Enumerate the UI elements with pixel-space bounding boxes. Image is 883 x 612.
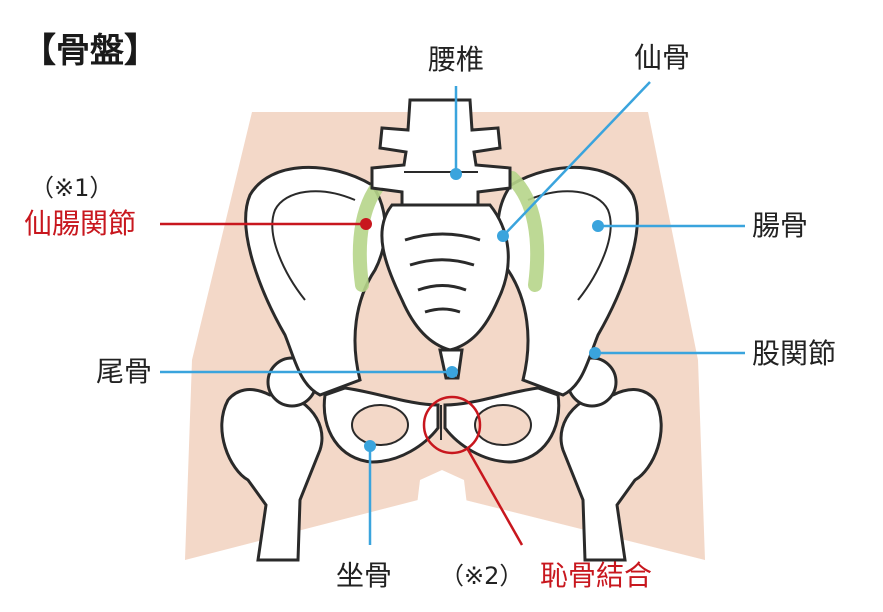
- label-symphysis-note: （※2）: [440, 562, 524, 590]
- sacrum-ridge-3: [417, 284, 467, 292]
- leader-lines: [160, 81, 745, 546]
- label-si-joint-note: （※1）: [30, 174, 114, 202]
- label-symphysis: 恥骨結合: [540, 559, 653, 592]
- sacrum-ridge-1: [404, 232, 481, 242]
- dot-si-joint: [360, 218, 372, 230]
- label-hip-joint: 股関節: [752, 337, 837, 370]
- sacrum-ridge-2: [409, 258, 475, 267]
- dot-ilium: [592, 220, 604, 232]
- dot-lumbar: [450, 168, 462, 180]
- left-femur: [220, 388, 324, 562]
- dot-ischium: [364, 440, 376, 452]
- label-sacrum: 仙骨: [634, 41, 691, 74]
- right-femur: [559, 388, 663, 562]
- symphysis-circle: [422, 395, 482, 455]
- label-lumbar: 腰椎: [428, 43, 485, 76]
- marker-dots: [360, 168, 604, 452]
- right-obturator: [474, 404, 532, 446]
- label-coccyx: 尾骨: [96, 355, 153, 388]
- diagram-title: 【骨盤】: [22, 31, 158, 71]
- right-si-joint-band: [505, 171, 545, 292]
- sacrum-ridge-4: [424, 307, 461, 314]
- left-ilium-inner: [271, 190, 356, 301]
- label-si-joint: 仙腸関節: [24, 207, 137, 240]
- label-ilium: 腸骨: [752, 209, 809, 242]
- dot-sacrum: [497, 230, 509, 242]
- dot-coccyx: [446, 366, 458, 378]
- leader-sacrum: [502, 81, 651, 237]
- leader-symphysis: [465, 447, 524, 546]
- leg-gap: [414, 470, 470, 530]
- dot-hip-joint: [589, 347, 601, 359]
- left-obturator: [351, 404, 409, 446]
- label-ischium: 坐骨: [336, 559, 393, 592]
- right-ilium-inner: [527, 190, 612, 301]
